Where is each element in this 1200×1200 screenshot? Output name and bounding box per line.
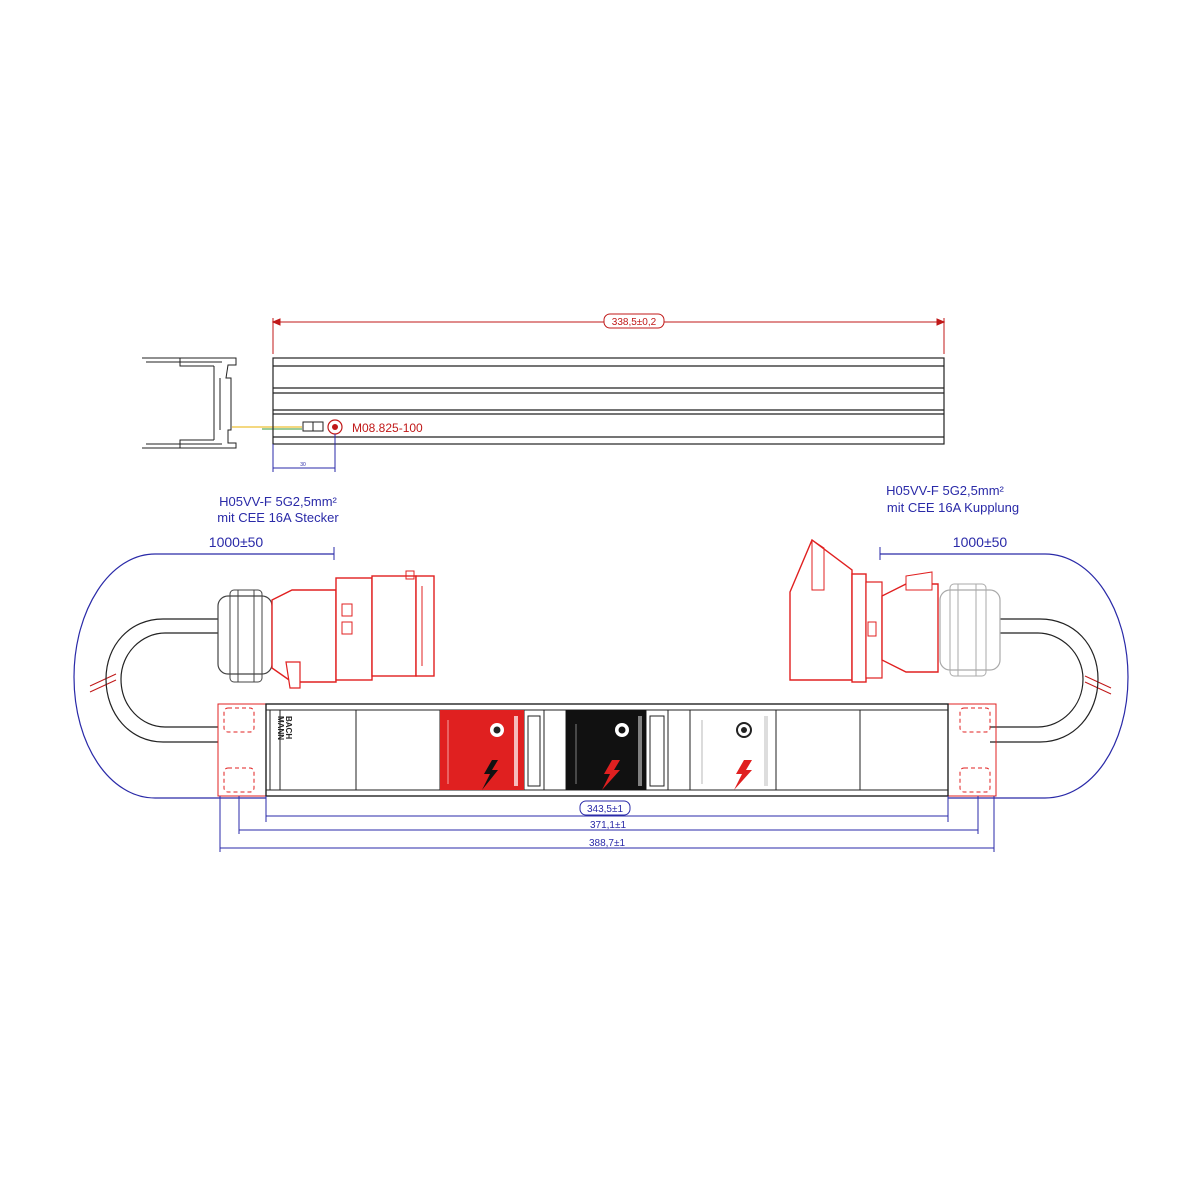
dimension-total-label: 388,7±1 [589, 838, 626, 849]
bracket-left [217, 703, 267, 797]
right-cable-connector: mit CEE 16A Kupplung [887, 500, 1019, 515]
right-cable-spec: H05VV-F 5G2,5mm² [886, 483, 1004, 498]
cee-plug-left [217, 570, 435, 689]
cee-coupling-right [789, 538, 1001, 683]
breaker-bar [527, 715, 541, 787]
brand-logo-line2: MANN [276, 716, 285, 740]
left-cable [73, 547, 335, 799]
lightning-icon [734, 760, 752, 790]
rail-body [272, 357, 945, 445]
pdu-dimensions [219, 796, 995, 852]
lightning-icon [602, 760, 620, 790]
left-cable-connector: mit CEE 16A Stecker [217, 510, 339, 525]
breaker-bar [649, 715, 665, 787]
left-cable-spec: H05VV-F 5G2,5mm² [219, 494, 337, 509]
offset-dimension-label: 30 [300, 462, 306, 468]
top-view: 338,5±0,2 M08.825-100 30 [142, 313, 946, 472]
ground-screw [302, 419, 343, 435]
surge-module-black [566, 710, 646, 790]
dimension-body-label: 343,5±1 [587, 804, 624, 815]
right-cable [879, 547, 1129, 799]
brand-logo-line1: BACH [284, 716, 293, 739]
right-cable-length: 1000±50 [953, 534, 1008, 550]
screw-label: M08.825-100 [352, 421, 423, 435]
length-dimension-label: 338,5±0,2 [612, 317, 657, 328]
lightning-icon [482, 760, 498, 790]
surge-module-red [440, 710, 524, 790]
offset-dimension [272, 434, 336, 472]
length-dimension [271, 313, 946, 354]
pdu-front: BACH MANN [217, 703, 997, 797]
dimension-mount-label: 371,1±1 [590, 820, 627, 831]
surge-module-white [701, 716, 768, 790]
left-cable-length: 1000±50 [209, 534, 264, 550]
bracket-right [947, 703, 997, 797]
profile-cross-section [142, 357, 237, 449]
